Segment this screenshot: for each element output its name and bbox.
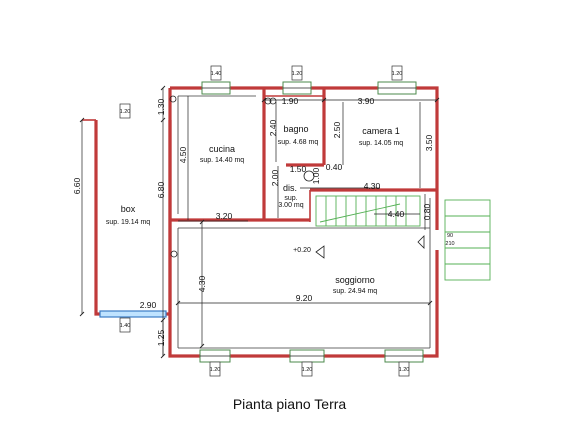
- room-area-dis-2: 3.00 mq: [278, 202, 303, 209]
- dim-camera-left: 2.50: [332, 121, 342, 138]
- dim-stair-len: 4.40: [388, 209, 405, 219]
- dim-stair-gap: 0.40: [326, 162, 343, 172]
- dim-soggiorno-width: 9.20: [296, 293, 313, 303]
- dim-box-outer: 6.80: [156, 181, 166, 198]
- room-name-box: box: [121, 204, 136, 214]
- room-area-cucina: sup. 14.40 mq: [200, 157, 244, 164]
- dim-dis-width: 1.00: [311, 167, 321, 184]
- window-tag: 1.20: [399, 367, 410, 373]
- room-area-camera: sup. 14.05 mq: [359, 140, 403, 147]
- room-area-soggiorno: sup. 24.94 mq: [333, 288, 377, 295]
- room-area-dis-1: sup.: [284, 195, 297, 202]
- interior-walls: [170, 88, 437, 349]
- dim-camera-right: 3.50: [424, 134, 434, 151]
- dim-bagno-height: 2.40: [268, 119, 278, 136]
- door-width-label: 90: [447, 233, 453, 239]
- drain-icon: [264, 97, 272, 105]
- plan-caption: Pianta piano Terra: [232, 396, 347, 412]
- room-name-cucina: cucina: [209, 144, 235, 154]
- elevation-label: +0.20: [293, 247, 311, 254]
- dim-top-left: 1.30: [156, 98, 166, 115]
- dim-bagno-width: 1.90: [282, 96, 299, 106]
- door-height-label: 210: [445, 241, 454, 247]
- room-name-camera: camera 1: [362, 126, 400, 136]
- dim-box-bottom: 2.90: [140, 300, 157, 310]
- dimension-labels: 1.90 3.90 2.40 2.50 3.50 4.50 6.60 6.80 …: [72, 96, 455, 346]
- room-name-bagno: bagno: [283, 124, 308, 134]
- dim-dis-height: 2.00: [270, 169, 280, 186]
- garage-door: [99, 310, 167, 318]
- dim-bottom-left: 1.25: [156, 329, 166, 346]
- window-tag: 1.20: [392, 71, 403, 77]
- dim-bagno-door: 1.50: [290, 164, 307, 174]
- window-tag: 1.20: [292, 71, 303, 77]
- drain-icon: [269, 97, 277, 105]
- column-icon: [303, 170, 315, 182]
- staircase: [315, 195, 491, 281]
- window-tag: 1.20: [210, 367, 221, 373]
- windows: [99, 81, 424, 363]
- dim-stair-end: 0.80: [422, 203, 432, 220]
- dim-soggiorno-height: 4.30: [197, 275, 207, 292]
- dimension-lines: [79, 85, 440, 359]
- room-area-box: sup. 19.14 mq: [106, 219, 150, 226]
- room-area-bagno: sup. 4.68 mq: [278, 139, 319, 146]
- section-marker-icon: [170, 250, 178, 258]
- window-tag: 1.40: [120, 323, 131, 329]
- plan-markers: [169, 95, 425, 259]
- dim-box-inner: 6.60: [72, 177, 82, 194]
- room-name-dis: dis.: [283, 183, 297, 193]
- window-tag: 1.20: [302, 367, 313, 373]
- level-marker-icon: [315, 245, 325, 259]
- room-labels: box sup. 19.14 mq cucina sup. 14.40 mq b…: [106, 124, 403, 295]
- window-tags: 1.20 1.40 1.20 1.20 1.40 1.20 1.20 1.20: [120, 65, 410, 377]
- dim-corridor: 4.30: [364, 181, 381, 191]
- room-name-soggiorno: soggiorno: [335, 275, 375, 285]
- window-tag: 1.40: [211, 71, 222, 77]
- entrance-arrow-icon: [417, 235, 425, 249]
- section-marker-icon: [169, 95, 177, 103]
- dim-cucina-height: 4.50: [178, 146, 188, 163]
- dim-camera-width: 3.90: [358, 96, 375, 106]
- dim-cucina-wall: 3.20: [216, 211, 233, 221]
- window-tag: 1.20: [120, 109, 131, 115]
